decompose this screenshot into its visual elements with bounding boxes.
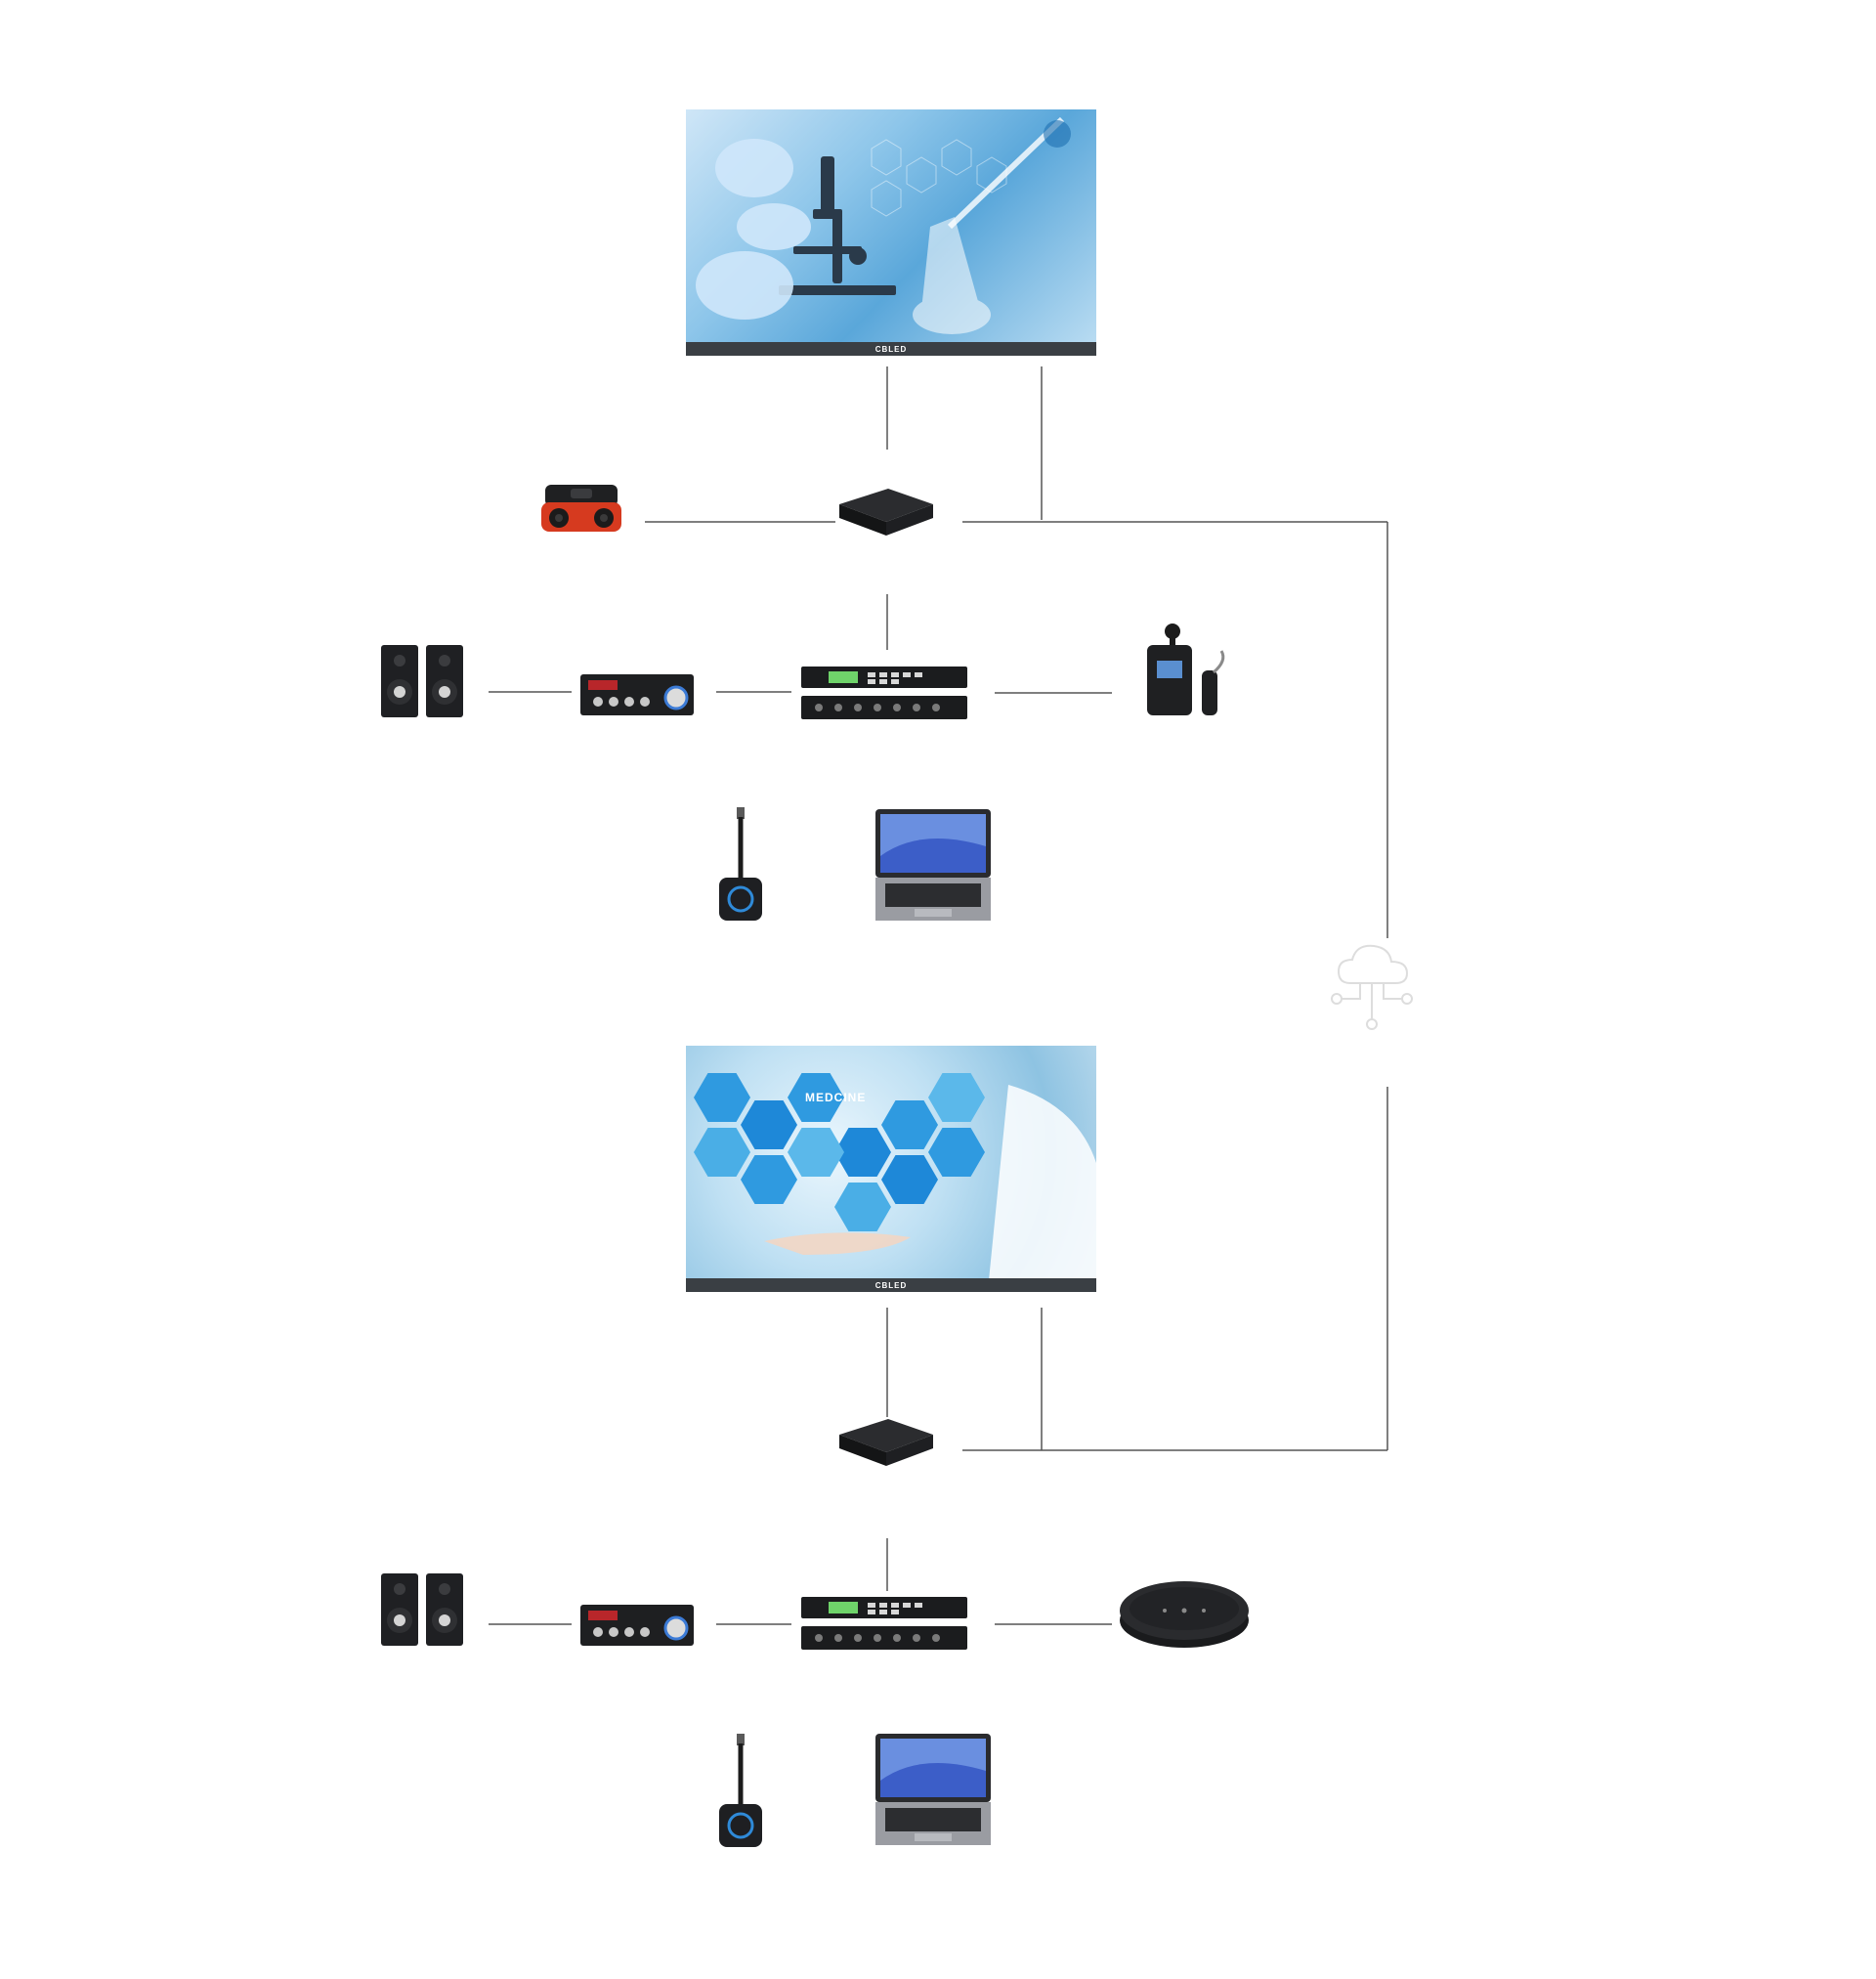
screen-bezel: CBLED — [686, 1278, 1096, 1292]
faint-label: ​ — [782, 61, 977, 88]
hexagon — [834, 1183, 891, 1231]
top-led-screen: CBLED — [686, 109, 1096, 356]
wireless-dongle-icon — [719, 1734, 762, 1847]
audio-processor-icon — [801, 1597, 967, 1650]
hexagon — [694, 1128, 750, 1177]
hexagon — [928, 1073, 985, 1122]
screen-brand-label: CBLED — [874, 1280, 908, 1290]
laptop-icon — [875, 1734, 991, 1845]
audio-processor-icon — [801, 667, 967, 719]
amplifier-icon — [580, 1605, 694, 1646]
medicine-scene-image: MEDCINE — [686, 1046, 1096, 1280]
hexagon — [741, 1100, 797, 1149]
cloud-network-icon — [1331, 944, 1413, 1030]
screen-brand-label: CBLED — [874, 344, 908, 354]
hexagon — [788, 1073, 844, 1122]
camera-icon — [541, 485, 621, 532]
conference-speaker-icon — [1120, 1581, 1249, 1648]
hexagon — [928, 1128, 985, 1177]
hexagon — [741, 1155, 797, 1204]
speaker-pair-icon — [381, 1573, 463, 1646]
media-box-icon — [839, 1419, 933, 1466]
lab-scene-image — [686, 109, 1096, 344]
wireless-mic-icon — [1147, 624, 1225, 715]
speaker-pair-icon — [381, 645, 463, 717]
hexagon — [881, 1155, 938, 1204]
amplifier-icon — [580, 674, 694, 715]
laptop-icon — [875, 809, 991, 921]
bottom-led-screen: MEDCINE CBLED — [686, 1046, 1096, 1292]
media-box-icon — [839, 489, 933, 536]
wireless-dongle-icon — [719, 807, 762, 921]
screen-bezel: CBLED — [686, 342, 1096, 356]
hexagon — [694, 1073, 750, 1122]
hexagon — [788, 1128, 844, 1177]
medicine-overlay-label: MEDCINE — [805, 1091, 867, 1104]
hexagon — [881, 1100, 938, 1149]
